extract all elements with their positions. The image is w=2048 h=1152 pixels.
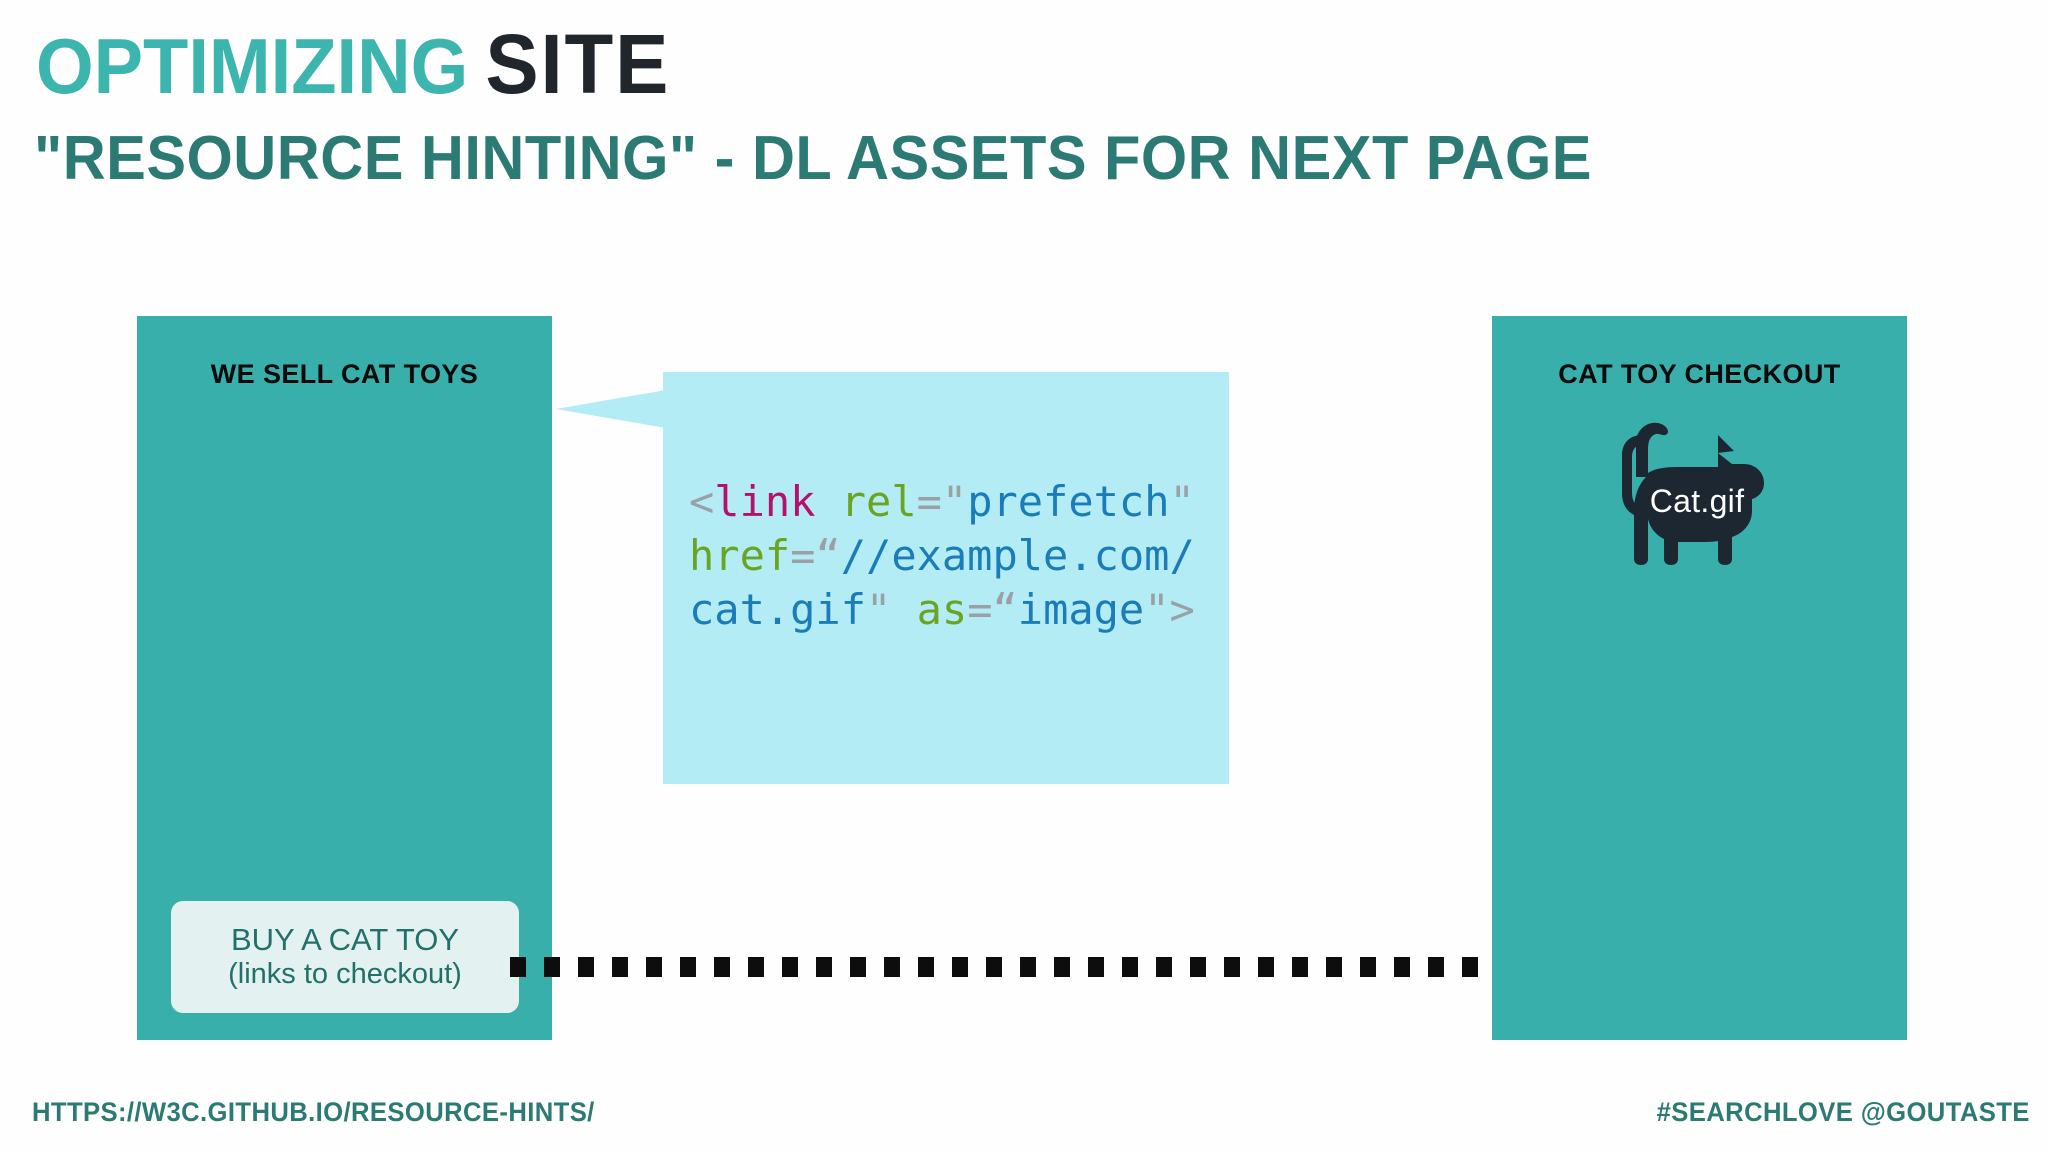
cat-asset-label: Cat.gif (1649, 483, 1745, 519)
code-token-punct (891, 585, 916, 634)
code-token-attr: as (916, 585, 968, 634)
code-token-punct (815, 477, 840, 526)
code-token-attr: rel (840, 477, 917, 526)
code-token-val: //example.com/ (840, 531, 1195, 580)
right-panel-heading: CAT TOY CHECKOUT (1558, 359, 1841, 389)
code-token-val: prefetch (967, 477, 1170, 526)
left-panel-heading: WE SELL CAT TOYS (210, 359, 479, 389)
code-token-val: cat.gif (689, 585, 867, 634)
page-subtitle: "RESOURCE HINTING" - DL ASSETS FOR NEXT … (34, 124, 1592, 193)
code-token-attr: href (689, 531, 791, 580)
cat-silhouette-icon: Cat.gif (1592, 411, 1802, 571)
code-token-punct: > (1169, 585, 1195, 634)
cta-main-label: BUY A CAT TOY (230, 921, 460, 957)
footer-source-url[interactable]: HTTPS://W3C.GITHUB.IO/RESOURCE-HINTS/ (32, 1097, 595, 1127)
prefetch-code-snippet: <link rel="prefetch"href=“//example.com/… (689, 475, 1195, 637)
speech-bubble-tail-icon (556, 390, 666, 428)
code-token-eq: = (916, 477, 942, 526)
navigation-flow-arrow-line (510, 957, 1522, 977)
code-token-eq: = (790, 531, 816, 580)
code-line: href=“//example.com/ (689, 529, 1195, 583)
buy-a-cat-toy-button[interactable]: BUY A CAT TOY (links to checkout) (171, 901, 519, 1013)
right-page-panel: CAT TOY CHECKOUT Cat.gif (1492, 316, 1907, 1040)
code-token-quote: “ (815, 531, 841, 580)
page-title-word-primary: OPTIMIZING (36, 22, 469, 110)
code-token-val: image (1017, 585, 1145, 634)
code-token-tag: link (714, 477, 816, 526)
page-title-word-secondary: SITE (485, 17, 671, 111)
code-line: <link rel="prefetch" (689, 475, 1195, 529)
left-page-panel: WE SELL CAT TOYS BUY A CAT TOY (links to… (137, 316, 552, 1040)
code-line: cat.gif" as=“image"> (689, 583, 1195, 637)
cta-sub-label: (links to checkout) (228, 958, 462, 991)
code-token-quote: " (941, 477, 968, 526)
code-token-quote: “ (992, 585, 1018, 634)
code-token-quote: " (1169, 477, 1195, 526)
code-token-punct: < (689, 477, 715, 526)
footer-handle: #SEARCHLOVE @GOUTASTE (1656, 1097, 2030, 1127)
code-token-eq: = (967, 585, 993, 634)
code-token-quote: " (866, 585, 892, 634)
code-callout-bubble (663, 372, 1229, 784)
code-token-quote: " (1144, 585, 1170, 634)
